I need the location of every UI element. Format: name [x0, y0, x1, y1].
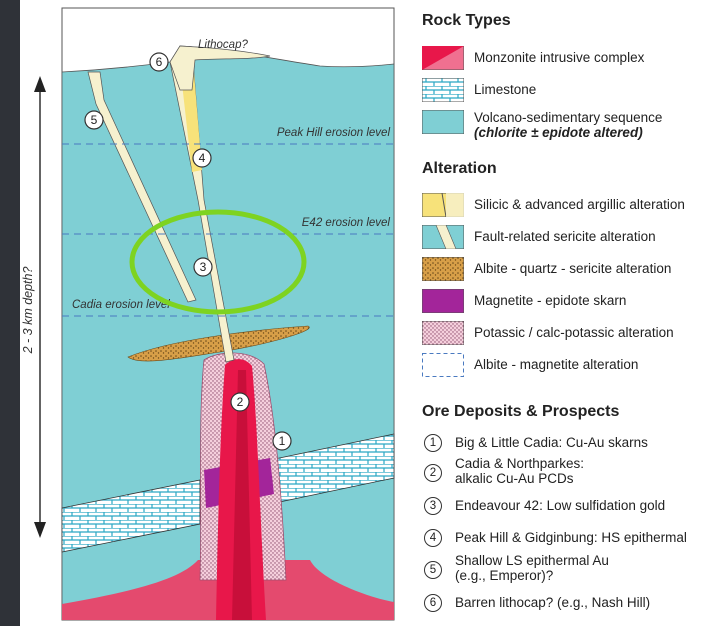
- silicic-swatch: [422, 193, 464, 217]
- svg-text:2: 2: [237, 395, 244, 409]
- fault-sericite-swatch: [422, 225, 464, 249]
- svg-text:5: 5: [91, 113, 98, 127]
- magnetite-skarn-swatch: [422, 289, 464, 313]
- ore-number-badge: 4: [424, 529, 442, 547]
- callout-3: 3: [194, 258, 212, 276]
- figure-panel: Peak Hill erosion level E42 erosion leve…: [20, 0, 711, 626]
- ore-number-badge: 5: [424, 561, 442, 579]
- depth-label: 2 - 3 km depth?: [21, 267, 35, 355]
- depth-arrow: [34, 76, 46, 538]
- callout-2: 2: [231, 393, 249, 411]
- ore-label: Big & Little Cadia: Cu-Au skarns: [455, 435, 648, 450]
- legend-potassic: Potassic / calc-potassic alteration: [422, 321, 711, 351]
- callout-6: 6: [150, 53, 168, 71]
- legend-label: Albite - quartz - sericite alteration: [474, 261, 671, 276]
- svg-text:3: 3: [200, 260, 207, 274]
- lithocap-label: Lithocap?: [198, 39, 248, 51]
- ore-deposits-title: Ore Deposits & Prospects: [422, 403, 619, 421]
- legend-fault-sericite: Fault-related sericite alteration: [422, 225, 711, 255]
- svg-text:6: 6: [156, 55, 163, 69]
- erosion-label-cadia: Cadia erosion level: [72, 299, 170, 311]
- potassic-swatch: [422, 321, 464, 345]
- ore-number-badge: 3: [424, 497, 442, 515]
- erosion-label-e42: E42 erosion level: [302, 217, 391, 229]
- ore-item-5: 5 Shallow LS epithermal Au (e.g., Empero…: [424, 553, 711, 579]
- legend-label: Monzonite intrusive complex: [474, 50, 644, 65]
- legend: Rock Types Monzonite intrusive complex L…: [402, 0, 711, 626]
- albite-quartz-sericite-swatch: [422, 257, 464, 281]
- ore-label: Peak Hill & Gidginbung: HS epithermal: [455, 530, 687, 545]
- legend-albite-quartz-sericite: Albite - quartz - sericite alteration: [422, 257, 711, 287]
- ore-label: Shallow LS epithermal Au (e.g., Emperor)…: [455, 553, 609, 583]
- rock-types-title: Rock Types: [422, 12, 511, 30]
- monzonite-swatch: [422, 46, 464, 70]
- limestone-swatch: [422, 78, 464, 102]
- erosion-label-peak-hill: Peak Hill erosion level: [277, 127, 391, 139]
- alteration-title: Alteration: [422, 160, 497, 178]
- legend-label: Potassic / calc-potassic alteration: [474, 325, 674, 340]
- albite-magnetite-swatch: [422, 353, 464, 377]
- legend-limestone: Limestone: [422, 78, 711, 108]
- ore-label-line1: Shallow LS epithermal Au: [455, 553, 609, 568]
- ore-label-line1: Cadia & Northparkes:: [455, 456, 584, 471]
- ore-item-4: 4 Peak Hill & Gidginbung: HS epithermal: [424, 529, 711, 555]
- legend-magnetite-skarn: Magnetite - epidote skarn: [422, 289, 711, 319]
- ore-item-2: 2 Cadia & Northparkes: alkalic Cu-Au PCD…: [424, 456, 711, 482]
- ore-number-badge: 6: [424, 594, 442, 612]
- ore-label-line2: (e.g., Emperor)?: [455, 568, 609, 583]
- ore-item-6: 6 Barren lithocap? (e.g., Nash Hill): [424, 594, 711, 620]
- callout-1: 1: [273, 432, 291, 450]
- legend-label: Fault-related sericite alteration: [474, 229, 656, 244]
- geologic-cross-section: Peak Hill erosion level E42 erosion leve…: [20, 0, 400, 626]
- svg-text:4: 4: [199, 151, 206, 165]
- legend-volcano-sedimentary: Volcano-sedimentary sequence (chlorite ±…: [422, 110, 711, 140]
- legend-label-line2: (chlorite ± epidote altered): [474, 125, 662, 140]
- ore-number-badge: 1: [424, 434, 442, 452]
- ore-label: Cadia & Northparkes: alkalic Cu-Au PCDs: [455, 456, 584, 486]
- callout-4: 4: [193, 149, 211, 167]
- ore-number-badge: 2: [424, 464, 442, 482]
- volcano-sedimentary-swatch: [422, 110, 464, 134]
- ore-label: Barren lithocap? (e.g., Nash Hill): [455, 595, 650, 610]
- legend-label: Albite - magnetite alteration: [474, 357, 638, 372]
- legend-label: Volcano-sedimentary sequence (chlorite ±…: [474, 110, 662, 140]
- legend-silicic: Silicic & advanced argillic alteration: [422, 193, 711, 223]
- legend-label-line1: Volcano-sedimentary sequence: [474, 110, 662, 125]
- legend-label: Silicic & advanced argillic alteration: [474, 197, 685, 212]
- legend-monzonite: Monzonite intrusive complex: [422, 46, 711, 76]
- ore-label-line2: alkalic Cu-Au PCDs: [455, 471, 584, 486]
- legend-albite-magnetite: Albite - magnetite alteration: [422, 353, 711, 383]
- svg-text:1: 1: [279, 434, 286, 448]
- ore-item-3: 3 Endeavour 42: Low sulfidation gold: [424, 497, 711, 523]
- legend-label: Limestone: [474, 82, 536, 97]
- legend-label: Magnetite - epidote skarn: [474, 293, 626, 308]
- callout-5: 5: [85, 111, 103, 129]
- ore-label: Endeavour 42: Low sulfidation gold: [455, 498, 665, 513]
